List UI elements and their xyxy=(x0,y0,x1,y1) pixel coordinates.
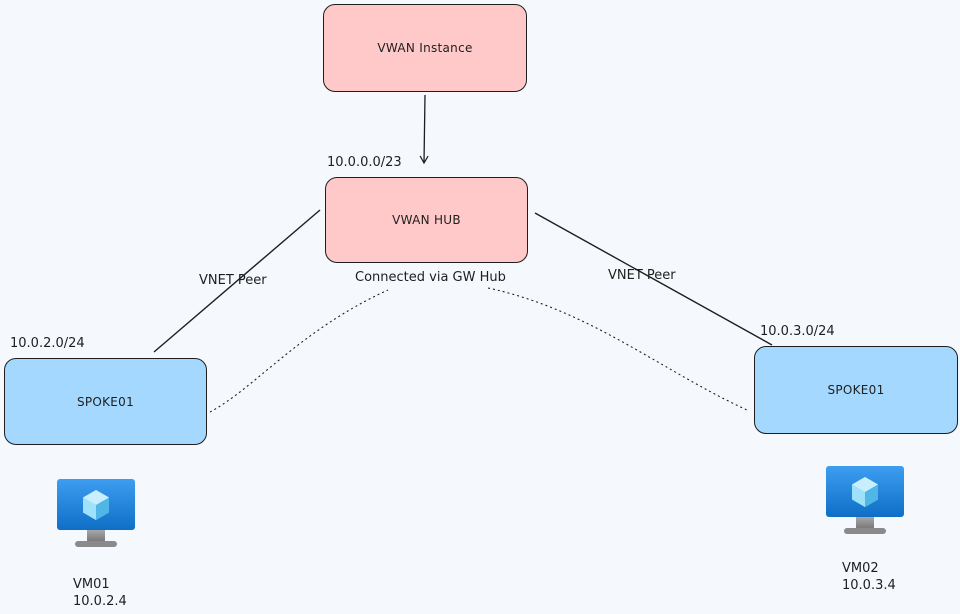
vnet-peer-right-line xyxy=(534,212,773,346)
spoke01-left-node[interactable]: SPOKE01 xyxy=(4,358,207,445)
gw-path-left xyxy=(209,289,389,413)
vnet-peer-right-label: VNET Peer xyxy=(608,268,676,283)
spoke01-right-node[interactable]: SPOKE01 xyxy=(754,346,958,434)
vm01-ip-label: 10.0.2.4 xyxy=(73,594,127,609)
vm01-name-label: VM01 xyxy=(73,577,110,592)
vnet-peer-left-line xyxy=(153,209,321,353)
vwan-hub-node[interactable]: VWAN HUB xyxy=(325,177,528,263)
vm02-ip-label: 10.0.3.4 xyxy=(842,578,896,593)
vwan-instance-label: VWAN Instance xyxy=(377,41,473,55)
vwan-instance-node[interactable]: VWAN Instance xyxy=(323,4,527,92)
spoke-left-cidr-label: 10.0.2.0/24 xyxy=(10,336,85,351)
virtual-machine-icon xyxy=(57,479,135,547)
hub-cidr-label: 10.0.0.0/23 xyxy=(327,155,402,170)
virtual-machine-icon xyxy=(826,466,904,534)
gw-path-right xyxy=(487,287,748,411)
instance-to-hub-arrow xyxy=(419,94,429,165)
gw-hub-connection-label: Connected via GW Hub xyxy=(355,270,506,285)
vwan-hub-label: VWAN HUB xyxy=(392,213,461,227)
spoke01-right-label: SPOKE01 xyxy=(827,383,885,397)
vm02-name-label: VM02 xyxy=(842,561,879,576)
vnet-peer-left-label: VNET Peer xyxy=(199,273,267,288)
spoke-right-cidr-label: 10.0.3.0/24 xyxy=(760,324,835,339)
spoke01-left-label: SPOKE01 xyxy=(76,394,135,409)
